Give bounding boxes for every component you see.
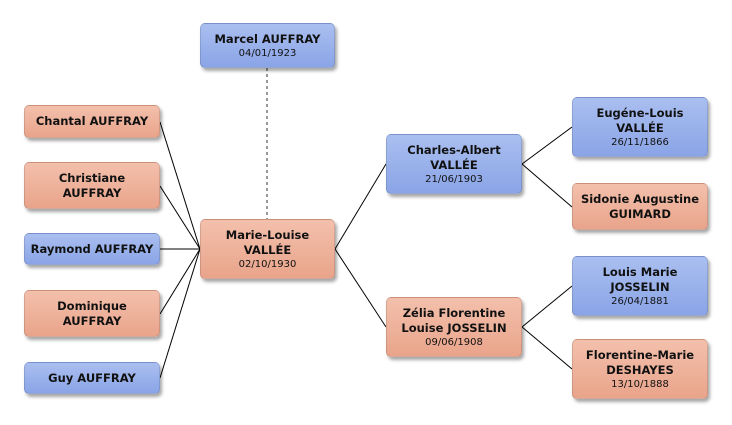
person-name: Guy AUFFRAY [48, 370, 136, 385]
person-name: Marcel AUFFRAY [214, 31, 321, 46]
person-louis-marie-josselin[interactable]: Louis Marie JOSSELIN 26/04/1881 [572, 256, 708, 316]
person-name: Chantal AUFFRAY [35, 114, 149, 128]
person-date: 04/01/1923 [238, 47, 297, 59]
person-florentine-marie-deshayes[interactable]: Florentine-Marie DESHAYES 13/10/1888 [572, 339, 708, 399]
person-date: 09/06/1908 [425, 336, 483, 348]
person-name: Charles-Albert VALLÉE [407, 142, 501, 172]
person-name: Florentine-Marie DESHAYES [585, 347, 695, 377]
grandfather-link-2 [521, 285, 573, 328]
person-christiane-auffray[interactable]: Christiane AUFFRAY [24, 162, 160, 209]
person-name: Sidonie Augustine GUIMARD [580, 191, 700, 221]
person-date: 02/10/1930 [238, 258, 297, 270]
grandfather-link-1 [521, 126, 573, 165]
person-name: Marie-Louise VALLÉE [225, 227, 310, 257]
person-date: 26/04/1881 [611, 295, 669, 307]
person-dominique-auffray[interactable]: Dominique AUFFRAY [24, 290, 160, 337]
person-date: 26/11/1866 [611, 136, 669, 148]
child-link-chantal [159, 121, 201, 250]
person-name: Zélia Florentine Louise JOSSELIN [401, 305, 507, 335]
person-chantal-auffray[interactable]: Chantal AUFFRAY [24, 105, 160, 138]
person-name: Louis Marie JOSSELIN [602, 264, 678, 294]
child-link-dominique [159, 248, 201, 315]
person-marie-louise-vallee[interactable]: Marie-Louise VALLÉE 02/10/1930 [200, 219, 335, 279]
grandmother-link-1 [521, 163, 573, 208]
mother-link [334, 248, 387, 328]
person-name: Christiane AUFFRAY [58, 170, 126, 200]
person-date: 21/06/1903 [425, 173, 483, 185]
grandmother-link-2 [521, 326, 573, 370]
person-guy-auffray[interactable]: Guy AUFFRAY [24, 362, 160, 394]
child-link-christiane [159, 185, 201, 250]
person-raymond-auffray[interactable]: Raymond AUFFRAY [24, 233, 160, 265]
father-link [334, 163, 387, 250]
person-eugene-louis-vallee[interactable]: Eugéne-Louis VALLÉE 26/11/1866 [572, 97, 708, 157]
person-charles-albert-vallee[interactable]: Charles-Albert VALLÉE 21/06/1903 [386, 134, 522, 194]
person-marcel-auffray[interactable]: Marcel AUFFRAY 04/01/1923 [200, 23, 335, 68]
person-name: Eugéne-Louis VALLÉE [596, 105, 684, 135]
person-sidonie-augustine-guimard[interactable]: Sidonie Augustine GUIMARD [572, 183, 708, 230]
person-name: Raymond AUFFRAY [30, 241, 154, 256]
child-link-guy [159, 248, 201, 379]
person-date: 13/10/1888 [611, 378, 669, 390]
person-name: Dominique AUFFRAY [57, 298, 127, 328]
person-zelia-florentine-louise-josselin[interactable]: Zélia Florentine Louise JOSSELIN 09/06/1… [386, 297, 522, 357]
